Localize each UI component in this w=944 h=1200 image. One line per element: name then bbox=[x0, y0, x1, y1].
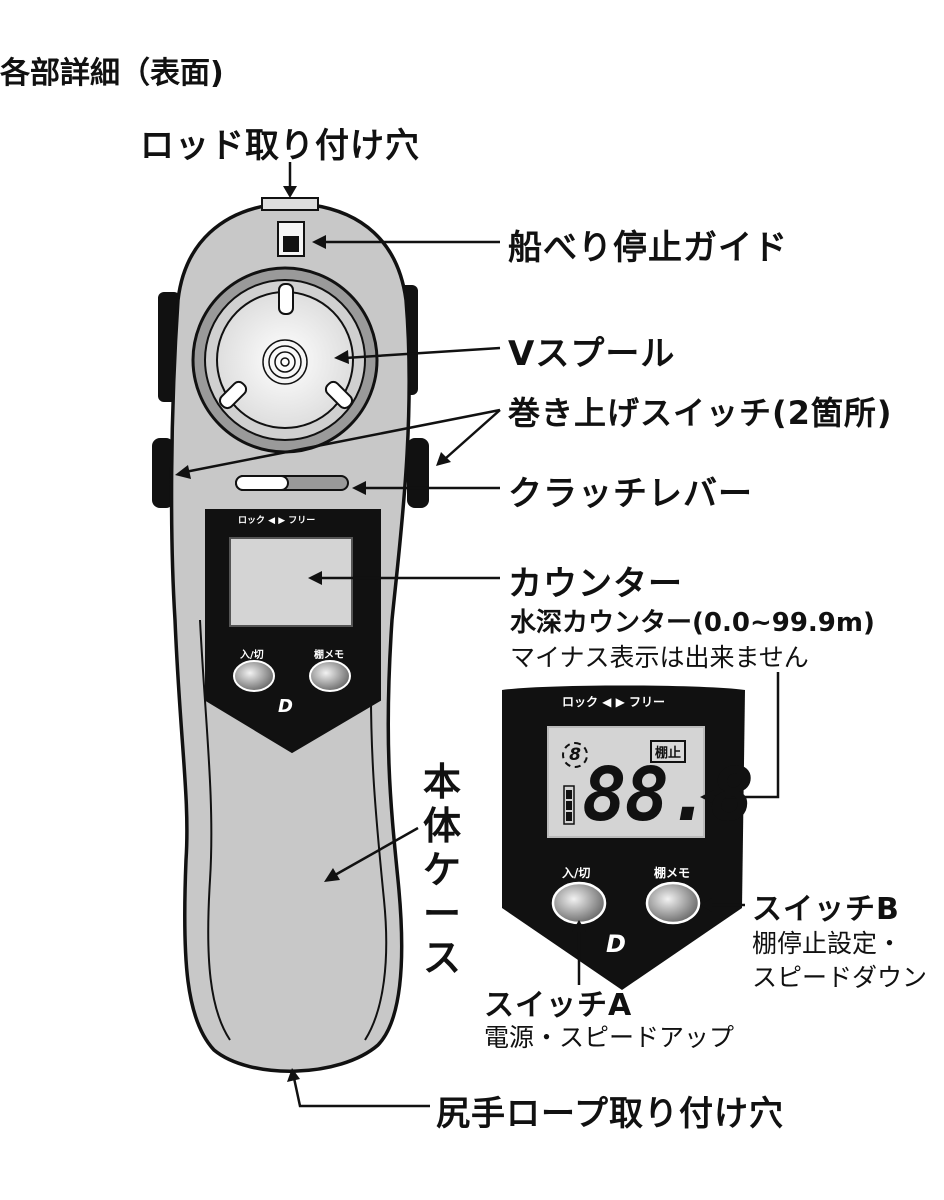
zoom-logo: D bbox=[606, 930, 626, 958]
clutch-lever[interactable] bbox=[235, 475, 289, 491]
spool-tab-top bbox=[278, 283, 294, 315]
battery-icon bbox=[563, 785, 575, 825]
stop-guide-label: 船べり停止ガイド bbox=[508, 228, 788, 268]
winding-switch-label: 巻き上げスイッチ(2箇所) bbox=[508, 394, 893, 432]
zoom-switch-b[interactable] bbox=[645, 881, 701, 925]
stop-guide-slot bbox=[283, 236, 299, 252]
zoom-switch-a[interactable] bbox=[551, 881, 607, 925]
spool-tab-right bbox=[324, 380, 354, 410]
lcd-circle-digit: 8 bbox=[562, 742, 588, 768]
right-winding-switch[interactable] bbox=[407, 438, 429, 508]
switch-a-label: スイッチA bbox=[484, 988, 633, 1023]
body-contour-left bbox=[199, 619, 231, 1041]
switch-a-desc: 電源・スピードアップ bbox=[484, 1023, 735, 1052]
zoom-memo-label: 棚メモ bbox=[654, 866, 691, 880]
main-lock-free-label: ロック ◀ ▶ フリー bbox=[238, 516, 316, 526]
switch-b-desc1: 棚停止設定・ bbox=[752, 929, 903, 958]
main-logo: D bbox=[278, 696, 293, 717]
rod-hole-label: ロッド取り付け穴 bbox=[140, 126, 420, 166]
body-case-label: 本体ケース bbox=[422, 760, 461, 980]
clutch-lever-label: クラッチレバー bbox=[508, 474, 753, 514]
zoom-power-label: 入/切 bbox=[562, 866, 591, 880]
body-contour-right bbox=[364, 639, 388, 1041]
counter-label: カウンター bbox=[508, 564, 683, 604]
zoom-lock-free-label: ロック ◀ ▶ フリー bbox=[562, 695, 665, 709]
spool-tab-left bbox=[218, 380, 248, 410]
depth-note-label: マイナス表示は出来ません bbox=[510, 643, 809, 672]
page-title: 各部詳細（表面) bbox=[0, 56, 224, 91]
switch-b-desc2: スピードダウン bbox=[752, 963, 928, 992]
tail-rope-hole-label: 尻手ロープ取り付け穴 bbox=[436, 1094, 784, 1134]
spool-hub-4 bbox=[280, 357, 290, 367]
callout-lines bbox=[175, 162, 780, 1108]
main-lcd bbox=[229, 537, 353, 627]
main-memo-button[interactable] bbox=[309, 660, 351, 692]
left-winding-switch[interactable] bbox=[152, 438, 174, 508]
main-power-label: 入/切 bbox=[240, 650, 264, 661]
spool-hub-1 bbox=[262, 339, 308, 385]
lcd-badge: 棚止 bbox=[650, 740, 687, 763]
spool-hub-3 bbox=[274, 351, 296, 373]
main-memo-label: 棚メモ bbox=[314, 650, 344, 661]
v-spool-label: Vスプール bbox=[508, 334, 676, 374]
rod-hole bbox=[261, 197, 319, 211]
main-power-button[interactable] bbox=[233, 660, 275, 692]
switch-b-label: スイッチB bbox=[752, 892, 900, 927]
depth-counter-label: 水深カウンター(0.0~99.9m) bbox=[510, 608, 875, 638]
lcd-depth-number: 88.8 bbox=[582, 752, 754, 838]
spool-hub-2 bbox=[268, 345, 302, 379]
